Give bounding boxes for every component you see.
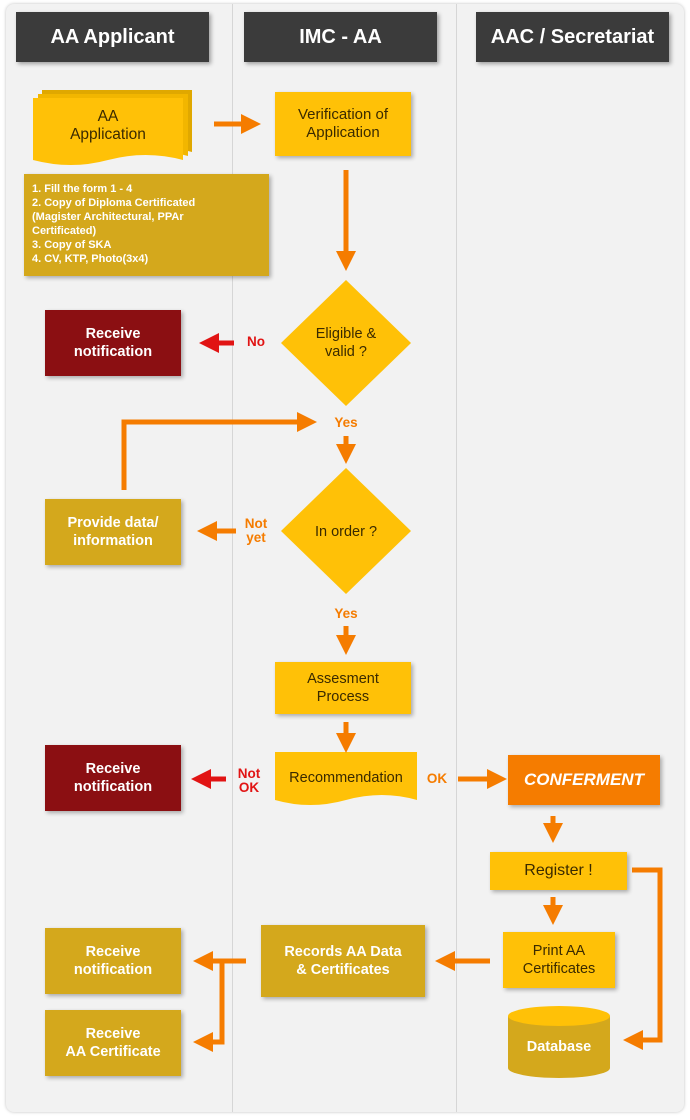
lane-header-imc: IMC - AA (244, 12, 437, 62)
database-cylinder (508, 1006, 610, 1078)
recommendation-document[interactable]: Recommendation (289, 770, 403, 786)
lane-header-aac: AAC / Secretariat (476, 12, 669, 62)
in-order-label: In order ? (314, 524, 378, 540)
print-aa-certificates[interactable]: Print AA Certificates (503, 932, 615, 988)
edge-label-yes-eligible: Yes (334, 415, 358, 430)
verification-of-application[interactable]: Verification of Application (275, 92, 411, 156)
lane-header-applicant: AA Applicant (16, 12, 209, 62)
edge-label-ok: OK (426, 771, 448, 786)
edge-label-not-ok: Not OK (237, 766, 261, 795)
receive-aa-certificate[interactable]: Receive AA Certificate (45, 1010, 181, 1076)
decision-diamond-eligible (281, 280, 411, 406)
database-label: Database (526, 1039, 592, 1055)
provide-data-information[interactable]: Provide data/ information (45, 499, 181, 565)
register-step[interactable]: Register ! (490, 852, 627, 890)
eligible-valid-label: Eligible & valid ? (315, 326, 377, 360)
document-stack-shape (33, 90, 192, 165)
records-aa-data[interactable]: Records AA Data & Certificates (261, 925, 425, 997)
edge-label-not-yet: Not yet (244, 516, 268, 545)
assessment-process[interactable]: Assesment Process (275, 662, 411, 714)
edge-label-yes-in-order: Yes (334, 606, 358, 621)
edge-label-no: No (247, 334, 265, 349)
aa-application-document[interactable]: AA Application (70, 108, 146, 143)
conferment[interactable]: CONFERMENT (508, 755, 660, 805)
lane-divider (456, 4, 457, 1112)
decision-diamond-in-order (281, 468, 411, 594)
receive-notification-final[interactable]: Receive notification (45, 928, 181, 994)
receive-notification-rejected[interactable]: Receive notification (45, 310, 181, 376)
receive-notification-not-ok[interactable]: Receive notification (45, 745, 181, 811)
document-shape-recommendation (275, 752, 417, 805)
requirements-note: 1. Fill the form 1 - 4 2. Copy of Diplom… (24, 174, 269, 276)
lane-divider (232, 4, 233, 1112)
